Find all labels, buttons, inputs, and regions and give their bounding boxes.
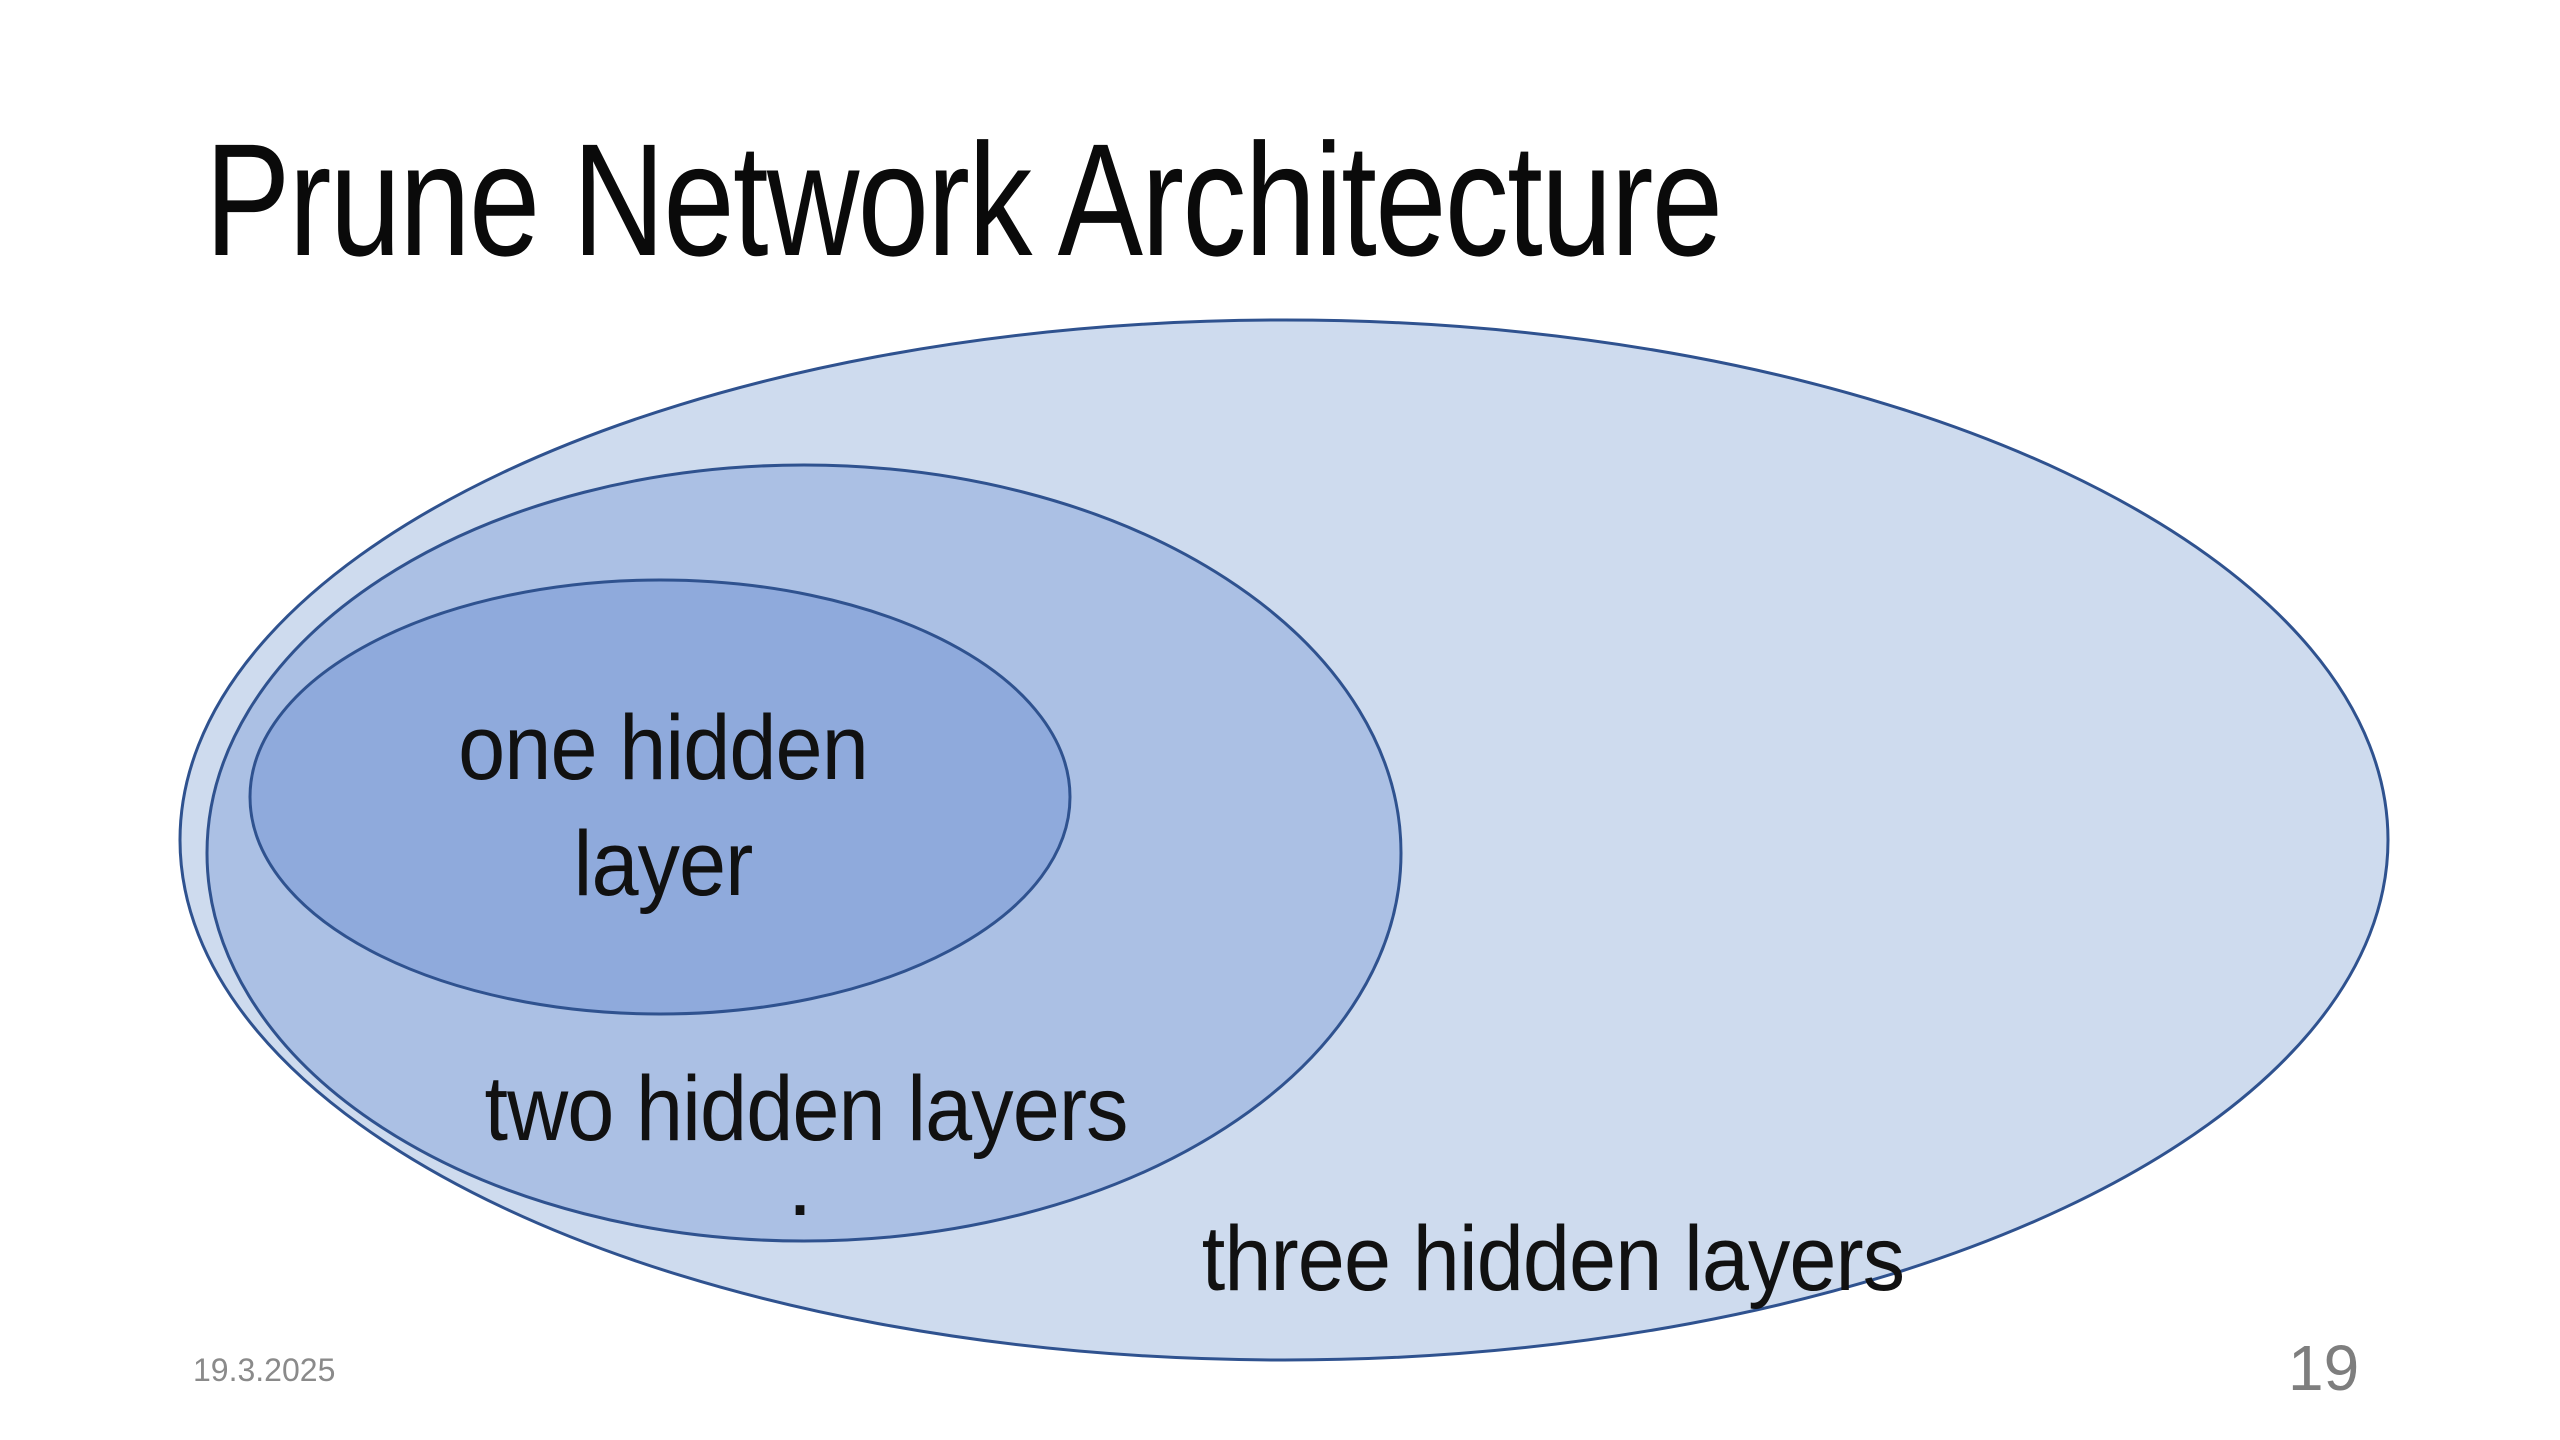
footer-date: 19.3.2025 bbox=[193, 1352, 336, 1388]
slide-title: Prune Network Architecture bbox=[205, 110, 1723, 289]
label-one-hidden-layer: one hidden layer bbox=[458, 697, 869, 915]
label-three-hidden-layers: three hidden layers bbox=[1201, 1208, 1905, 1310]
stray-period: . bbox=[787, 1133, 813, 1235]
label-two-hidden-layers: two hidden layers bbox=[484, 1058, 1128, 1160]
page-number: 19 bbox=[2288, 1332, 2360, 1404]
ellipse-one-hidden-layer bbox=[248, 578, 1072, 1016]
